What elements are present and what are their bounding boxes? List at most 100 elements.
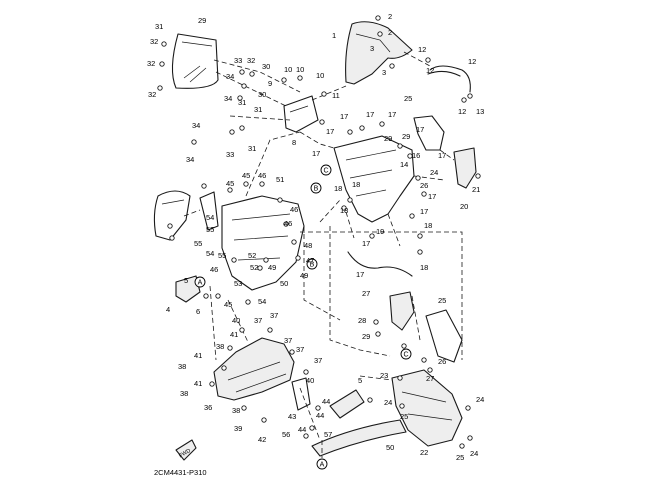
callout-number: 12	[468, 57, 476, 66]
fasteners	[157, 15, 481, 449]
callout-number: 33	[234, 56, 242, 65]
callout-number: 32	[148, 90, 156, 99]
callout-number: 46	[258, 171, 266, 180]
callout-number: 16	[412, 151, 420, 160]
callout-number: 17	[388, 110, 396, 119]
callout-number: 54	[206, 249, 214, 258]
fwd-arrow-icon: FWD	[175, 439, 197, 461]
part-lower-spoiler	[311, 419, 407, 457]
callout-number: 3	[370, 44, 374, 53]
callout-number: 17	[356, 270, 364, 279]
part-side-panel-26	[425, 309, 463, 363]
callout-number: 33	[226, 150, 234, 159]
part-bracket-40	[291, 377, 311, 411]
part-inner-cowl	[333, 135, 415, 223]
part-under-cowl	[391, 369, 463, 447]
leader-lines	[183, 51, 463, 458]
callout-number: 28	[358, 316, 366, 325]
callout-number: 50	[386, 443, 394, 452]
callout-number: 25	[438, 296, 446, 305]
callout-number: 56	[282, 430, 290, 439]
ref-marker-c-upper: C	[320, 164, 332, 176]
callout-number: 18	[424, 221, 432, 230]
callout-number: 47	[306, 256, 314, 265]
callout-number: 24	[470, 449, 478, 458]
callout-number: 41	[194, 351, 202, 360]
callout-number: 45	[242, 171, 250, 180]
callout-number: 37	[270, 311, 278, 320]
callout-number: 44	[298, 425, 306, 434]
part-small-bracket-4	[175, 275, 201, 303]
callout-number: 45	[226, 179, 234, 188]
callout-number: 27	[426, 374, 434, 383]
part-bracket	[283, 95, 319, 133]
callout-number: 29	[198, 16, 206, 25]
callout-number: 17	[340, 112, 348, 121]
callout-number: 37	[254, 316, 262, 325]
callout-number: 50	[280, 279, 288, 288]
callout-number: 17	[362, 239, 370, 248]
callout-number: 14	[400, 160, 408, 169]
callout-number: 29	[402, 132, 410, 141]
callout-number: 49	[300, 271, 308, 280]
callout-number: 54	[206, 213, 214, 222]
callout-number: 31	[238, 98, 246, 107]
callout-number: 49	[268, 263, 276, 272]
callout-number: 6	[196, 307, 200, 316]
callout-number: 18	[352, 180, 360, 189]
callout-number: 30	[262, 62, 270, 71]
callout-number: 13	[476, 107, 484, 116]
ref-marker-a-left: A	[194, 276, 206, 288]
ref-marker-b-middle: B	[306, 258, 318, 270]
svg-text:C: C	[403, 352, 408, 359]
callout-number: 20	[460, 202, 468, 211]
callout-number: 44	[322, 397, 330, 406]
callout-number: 32	[147, 59, 155, 68]
part-windshield	[171, 33, 219, 89]
callout-number: 17	[326, 127, 334, 136]
callout-number: 40	[232, 316, 240, 325]
callout-number: 17	[416, 125, 424, 134]
callout-number: 46	[290, 205, 298, 214]
callout-number: 18	[340, 206, 348, 215]
ref-marker-c-middle: C	[400, 348, 412, 360]
svg-text:A: A	[320, 462, 325, 469]
part-lower-cowl-left	[213, 337, 295, 401]
callout-number: 26	[420, 181, 428, 190]
callout-number: 11	[332, 91, 340, 100]
callout-number: 2	[388, 12, 392, 21]
callout-number: 27	[362, 289, 370, 298]
callout-number: 2	[388, 28, 392, 37]
callout-number: 42	[258, 435, 266, 444]
callout-number: 29	[384, 134, 392, 143]
svg-text:FWD: FWD	[178, 448, 192, 459]
callout-number: 32	[150, 37, 158, 46]
callout-number: 34	[186, 155, 194, 164]
callout-number: 12	[458, 107, 466, 116]
callout-number: 5	[184, 276, 188, 285]
callout-number: 38	[180, 389, 188, 398]
callout-number: 41	[194, 379, 202, 388]
callouts: 29 31 32 32 32 1 2 2 3 3 33 32 30 9 10 1…	[147, 12, 484, 462]
callout-number: 18	[334, 184, 342, 193]
callout-number: 4	[166, 305, 170, 314]
callout-number: 52	[250, 263, 258, 272]
callout-number: 51	[276, 175, 284, 184]
callout-number: 36	[204, 403, 212, 412]
callout-number: 23	[380, 371, 388, 380]
callout-number: 46	[210, 265, 218, 274]
callout-number: 37	[296, 345, 304, 354]
svg-text:A: A	[198, 280, 203, 287]
ref-marker-b-upper: B	[310, 182, 322, 194]
part-side-cover-53	[153, 190, 191, 241]
callout-number: 44	[316, 411, 324, 420]
callout-number: 55	[194, 239, 202, 248]
callout-number: 12	[418, 45, 426, 54]
callout-number: 43	[288, 412, 296, 421]
part-small-panel-6	[329, 389, 365, 419]
callout-number: 22	[420, 448, 428, 457]
callout-number: 31	[248, 144, 256, 153]
part-left-inner-panel	[199, 191, 219, 231]
callout-number: 37	[284, 336, 292, 345]
callout-number: 38	[178, 362, 186, 371]
